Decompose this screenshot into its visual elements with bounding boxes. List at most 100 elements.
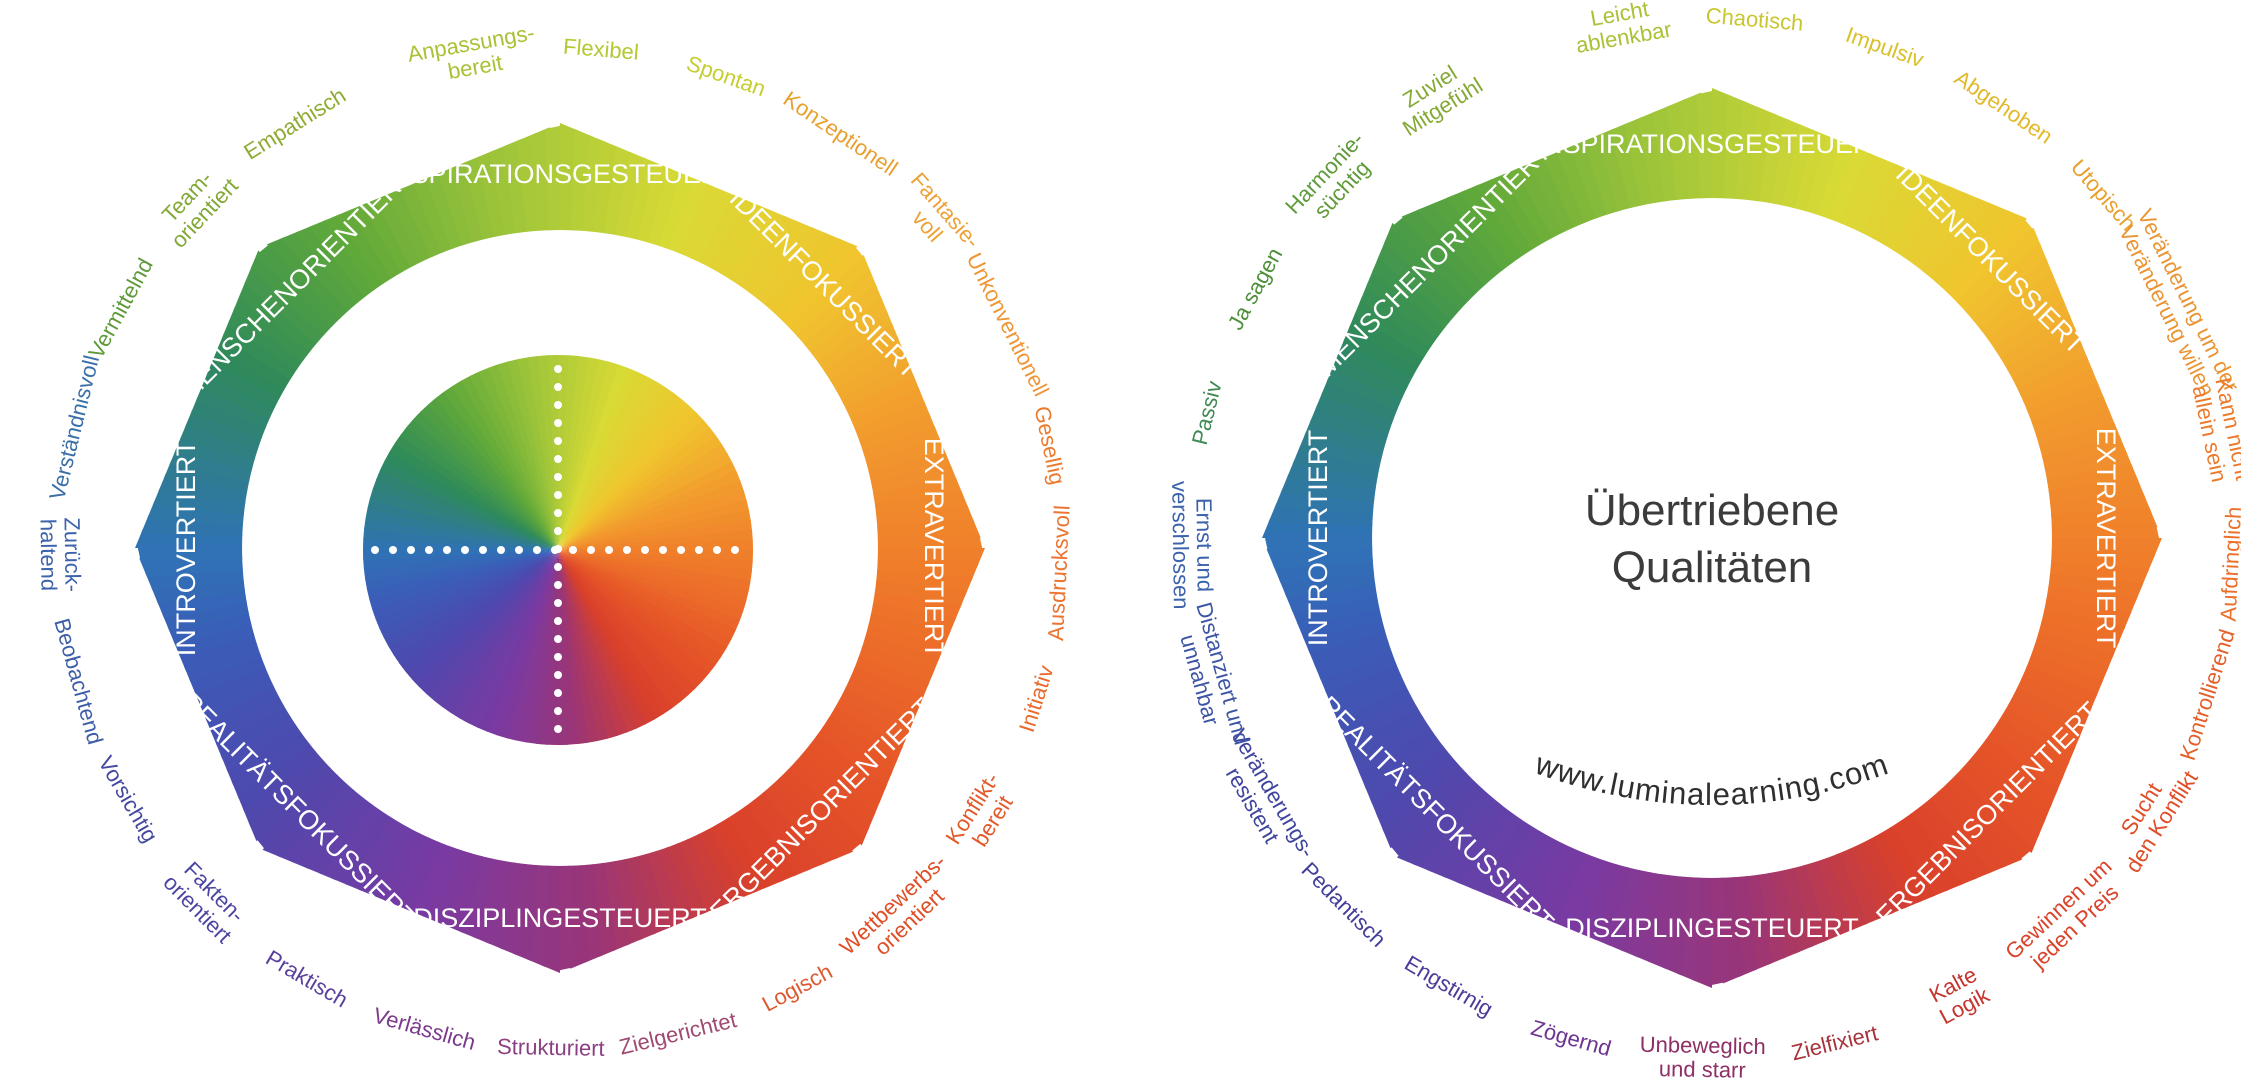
left-quality-label: Team-orientiert: [149, 157, 243, 253]
ring-wedge: [291, 789, 365, 870]
ring-wedge: [833, 697, 909, 750]
ring-wedge: [1998, 708, 2076, 766]
ring-wedge: [626, 157, 660, 241]
ring-wedge: [1370, 744, 1452, 819]
ring-wedge: [861, 635, 940, 674]
disc-wedge: [399, 550, 558, 673]
ring-wedge: [195, 384, 271, 429]
ring-wedge: [2025, 654, 2104, 698]
ring-wedge: [463, 155, 498, 240]
ring-wedge: [644, 850, 682, 930]
disc-wedge: [558, 550, 599, 743]
ring-wedge: [1647, 874, 1677, 970]
ring-wedge: [194, 664, 270, 708]
disc-wedge: [558, 470, 741, 550]
ring-wedge: [233, 293, 312, 362]
left-wheel: INSPIRATIONSGESTEUERTIDEENFOKUSSIERTEXTR…: [36, 20, 1075, 1061]
ring-wedge: [1511, 836, 1563, 913]
ring-wedge: [2016, 676, 2092, 725]
ring-wedge: [1794, 130, 1832, 213]
ring-wedge: [1747, 106, 1777, 202]
ring-wedge: [499, 862, 527, 956]
ring-wedge: [1427, 796, 1503, 878]
ring-wedge: [770, 776, 854, 860]
disc-wedge: [435, 391, 558, 550]
ring-wedge: [1525, 842, 1574, 918]
ring-wedge: [744, 798, 811, 877]
ring-wedge: [1565, 856, 1607, 935]
ring-wedge: [1868, 832, 1922, 909]
left-quality-label: Logisch: [758, 959, 837, 1017]
ring-wedge: [1542, 150, 1588, 228]
disc-wedge: [383, 550, 558, 648]
ring-wedge: [383, 832, 431, 907]
left-quality-label: Verständnisvoll: [44, 353, 104, 503]
right-quality-label: Aufdringlich: [2215, 506, 2241, 622]
ring-wedge: [600, 861, 630, 952]
ring-wedge: [1583, 134, 1622, 215]
ring-wedge: [1384, 222, 1470, 311]
ring-wedge: [780, 244, 866, 330]
disc-wedge: [388, 550, 558, 657]
left-quality-label: Anpassungs-bereit: [406, 20, 541, 91]
disc-wedge: [420, 403, 558, 550]
ring-wedge: [737, 215, 802, 293]
ring-wedge: [370, 827, 421, 902]
disc-wedge: [558, 550, 628, 737]
ring-wedge: [2012, 341, 2089, 393]
ring-wedge: [1945, 774, 2034, 862]
ring-wedge: [226, 723, 303, 786]
ring-wedge: [266, 236, 350, 320]
ring-wedge: [808, 734, 887, 803]
ring-wedge: [206, 358, 281, 409]
ring-wedge: [210, 694, 285, 747]
ring-wedge: [844, 677, 919, 725]
ring-wedge: [1515, 161, 1567, 238]
ring-wedge: [796, 269, 878, 347]
ring-wedge: [451, 161, 487, 243]
left-quality-label: Spontan: [683, 50, 769, 101]
ring-wedge: [1332, 351, 1408, 400]
right-quality-label: Ernst undverschlossen: [1167, 481, 1218, 610]
ring-wedge: [1902, 186, 1968, 266]
disc-wedge: [507, 358, 558, 550]
right-segment-label: DISZIPLINGESTEUERT: [1565, 913, 1859, 943]
ring-wedge: [163, 461, 250, 493]
right-quality-label: Impulsiv: [1843, 22, 1927, 72]
ring-wedge: [689, 189, 737, 264]
disc-wedge: [469, 371, 558, 550]
ring-wedge: [199, 674, 275, 721]
ring-wedge: [1474, 178, 1535, 257]
ring-wedge: [2037, 620, 2120, 658]
ring-wedge: [868, 451, 953, 486]
right-quality-label: Ja sagen: [1223, 244, 1288, 334]
ring-wedge: [1619, 869, 1653, 958]
ring-wedge: [875, 570, 974, 595]
disc-wedge: [458, 550, 558, 724]
disc-wedge: [558, 509, 751, 550]
ring-wedge: [622, 856, 657, 941]
ring-wedge: [248, 758, 332, 842]
ring-wedge: [331, 809, 392, 886]
ring-wedge: [222, 319, 299, 380]
ring-wedge: [460, 855, 494, 939]
ring-wedge: [1767, 870, 1800, 960]
ring-wedge: [870, 603, 957, 635]
disc-wedge: [389, 442, 558, 550]
disc-wedge: [427, 397, 558, 550]
ring-wedge: [849, 667, 925, 712]
left-quality-label: Empathisch: [239, 82, 350, 164]
disc-wedge: [558, 519, 753, 550]
disc-wedge: [558, 550, 681, 709]
ring-wedge: [839, 687, 914, 738]
ring-wedge: [862, 426, 942, 464]
ring-wedge: [1366, 268, 1447, 339]
ring-wedge: [1970, 747, 2052, 823]
left-quality-label: Gesellig: [1029, 404, 1070, 487]
ring-wedge: [1921, 198, 1997, 280]
ring-wedge: [788, 254, 872, 338]
ring-wedge: [156, 588, 247, 618]
ring-wedge: [295, 225, 367, 305]
right-quality-label: Engstirnig: [1400, 950, 1497, 1021]
